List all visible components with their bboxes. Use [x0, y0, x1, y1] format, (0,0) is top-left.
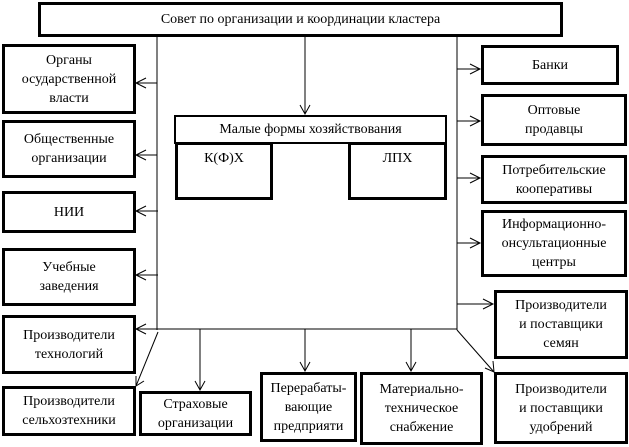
left-box-tech-producers: Производители технологий [2, 315, 136, 374]
bottom-box-fertilizer-suppliers: Производители и поставщики удобрений [494, 372, 628, 444]
arrows-right [456, 63, 495, 373]
left-box-education: Учебные заведения [2, 248, 136, 306]
kfh-box: К(Ф)Х [175, 142, 273, 200]
right-box-wholesalers: Оптовые продавцы [481, 94, 627, 146]
bottom-box-processing: Перерабаты- вающие предприяти [260, 372, 357, 442]
lph-box: ЛПХ [348, 142, 447, 200]
right-box-consulting: Информационно- онсультационные центры [481, 210, 627, 277]
left-box-public-orgs: Общественные организации [2, 120, 136, 178]
right-box-seed-suppliers: Производители и поставщики семян [494, 290, 628, 359]
bottom-box-material-supply: Материально- техническое снабжение [360, 372, 483, 445]
left-box-machinery-producers: Производители сельхозтехники [2, 386, 136, 436]
bottom-box-insurance: Страховые организации [139, 391, 252, 436]
council-box: Совет по организации и координации класт… [38, 2, 563, 37]
left-box-government: Органы осударственной власти [2, 44, 136, 114]
arrows-left [134, 77, 159, 387]
small-forms-box: Малые формы хозяйствования [174, 115, 447, 144]
right-box-banks: Банки [481, 45, 619, 85]
right-box-cooperatives: Потребительские кооперативы [481, 155, 627, 204]
arrows-bottom [194, 329, 417, 392]
left-box-research: НИИ [2, 191, 136, 233]
